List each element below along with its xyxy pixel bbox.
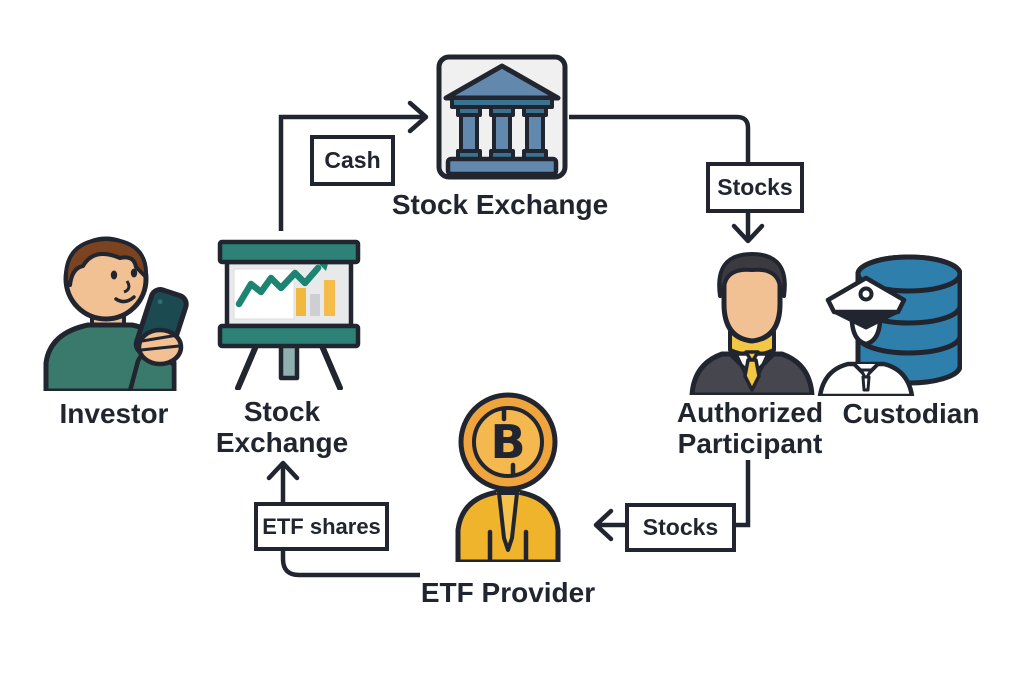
easel-leg-right: [319, 343, 343, 390]
custodian-label: Custodian: [842, 398, 980, 429]
chart-trend-line: [235, 264, 322, 308]
guard-tie-knot: [859, 368, 873, 381]
etf-shares-flow-box: ETF shares: [254, 502, 389, 551]
smartphone-camera-dot: [157, 299, 163, 305]
investor-eye-left: [110, 270, 118, 280]
authorized-participant-label: Authorized Participant: [676, 397, 824, 459]
etf-tie: [497, 491, 519, 552]
bitcoin-b-ticks: [501, 407, 516, 477]
guard-with-database-icon: [812, 248, 962, 396]
guard-tie-blade: [861, 375, 871, 392]
investor-label: Investor: [59, 398, 169, 429]
chart-bar-gray: [310, 294, 320, 316]
chart-bar-yellow-2: [324, 280, 335, 316]
easel-bottom-bar: [217, 323, 361, 349]
etf-provider-label: ETF Provider: [420, 577, 596, 608]
bitcoin-coin-inner: [472, 406, 544, 478]
ap-tie-knot: [744, 350, 760, 364]
investor-mouth: [114, 295, 136, 304]
cash-arrowhead: [407, 100, 429, 134]
bank-building-icon: [436, 54, 568, 180]
etf-shares-arrow-line: [280, 464, 420, 578]
investor-finger-lines: [140, 333, 180, 352]
exchange-board-label: Stock Exchange: [215, 396, 349, 458]
bank-column-1: [456, 105, 482, 161]
easel-leg-left: [235, 343, 259, 390]
guard-figure: [817, 275, 915, 396]
investor-icon: [30, 233, 200, 391]
guard-cap-badge: [858, 286, 874, 302]
bitcoin-person-icon: B: [440, 392, 576, 562]
investor-hair: [63, 237, 149, 287]
bitcoin-b-glyph: B: [490, 415, 525, 469]
bank-column-2: [489, 105, 515, 161]
stocks-down-arrow-line: [569, 114, 751, 239]
businessman-icon: [686, 252, 818, 395]
guard-cap-visor: [832, 310, 900, 330]
investor-nose: [123, 280, 131, 294]
etf-sleeve-lines: [487, 529, 529, 562]
cash-flow-box: Cash: [310, 135, 395, 186]
bank-base-slab: [445, 156, 559, 177]
stock-chart-easel-icon: [214, 236, 364, 390]
database-top: [855, 254, 962, 294]
investor-eye-right: [130, 268, 138, 278]
exchange-bank-label: Stock Exchange: [391, 189, 609, 220]
stocks-flow-box-bottom: Stocks: [625, 503, 736, 552]
easel-center-post: [278, 341, 300, 381]
stocks-down-arrowhead: [731, 223, 765, 244]
bank-column-3: [522, 105, 548, 161]
easel-top-bar: [217, 239, 361, 265]
cash-arrow-line: [278, 114, 424, 231]
chart-bar-yellow-1: [296, 288, 306, 316]
stocks-flow-box-top: Stocks: [706, 162, 804, 213]
ap-hair: [717, 252, 787, 298]
etf-shares-arrowhead: [266, 460, 300, 481]
ap-tie-blade: [743, 358, 761, 392]
stocks-left-arrowhead: [593, 508, 614, 542]
